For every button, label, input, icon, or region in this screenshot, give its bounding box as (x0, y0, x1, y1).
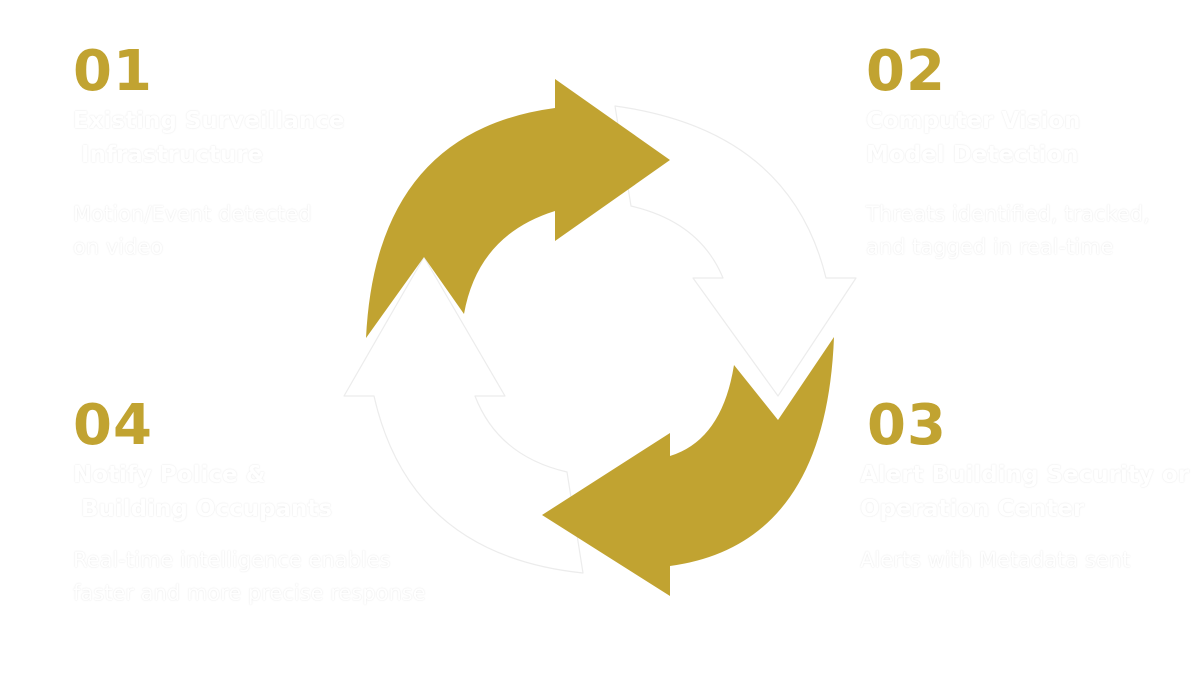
arrow-3-to-4 (542, 337, 834, 596)
step-02: 02 Computer Vision Model Detection Threa… (866, 42, 1150, 264)
step-number: 04 (73, 393, 153, 458)
step-number: 02 (866, 39, 946, 104)
step-number: 03 (867, 393, 947, 458)
step-description: Alerts with Metadata sent (860, 548, 1131, 572)
arrow-1-to-2 (366, 79, 670, 338)
step-description: Threats identified, tracked, and tagged … (866, 202, 1150, 259)
step-title: Computer Vision Model Detection (866, 108, 1081, 168)
step-title: Notify Police & Building Occupants (73, 462, 333, 522)
step-title: Alert Building Security or Operation Cen… (860, 462, 1190, 522)
step-04: 04 Notify Police & Building Occupants Re… (73, 396, 426, 610)
arrow-2-to-3 (614, 105, 857, 397)
step-number: 01 (73, 39, 153, 104)
arrow-4-to-1 (343, 256, 584, 574)
step-03: 03 Alert Building Security or Operation … (860, 396, 1189, 577)
step-description: Real-time intelligence enables faster an… (73, 548, 426, 605)
step-description: Motion/Event detected on video (73, 202, 312, 259)
step-01: 01 Existing Surveillance Infrastructure … (73, 42, 345, 264)
step-title: Existing Surveillance Infrastructure (73, 108, 345, 168)
